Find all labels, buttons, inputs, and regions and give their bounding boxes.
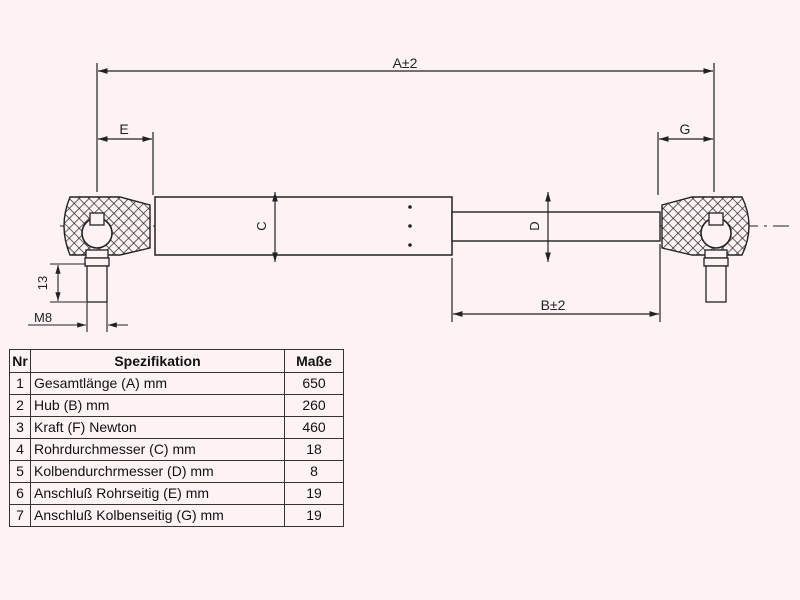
dimension-e: E — [98, 121, 154, 195]
row-spec: Anschluß Rohrseitig (E) mm — [30, 482, 285, 505]
row-value: 8 — [284, 460, 344, 483]
row-spec: Kraft (F) Newton — [30, 416, 285, 439]
column-header-value: Maße — [284, 349, 344, 373]
dimension-d-label: D — [527, 221, 542, 230]
row-nr: 7 — [9, 504, 31, 527]
row-spec: Gesamtlänge (A) mm — [30, 372, 285, 395]
dimension-thread-size-label: M8 — [34, 310, 52, 325]
dimension-b-label: B±2 — [541, 297, 566, 313]
column-header-spec: Spezifikation — [30, 349, 285, 373]
dimension-a: A±2 — [96, 55, 715, 192]
row-nr: 4 — [9, 438, 31, 461]
left-end-fitting — [63, 196, 151, 303]
dimension-thread-height: 13 — [35, 263, 86, 303]
right-end-fitting — [661, 196, 750, 303]
row-value: 260 — [284, 394, 344, 417]
piston-rod: D — [451, 192, 661, 262]
specification-table: Nr Spezifikation Maße 1 Gesamtlänge (A) … — [9, 349, 344, 527]
table-header-row: Nr Spezifikation Maße — [9, 349, 344, 373]
dimension-c-label: C — [254, 221, 269, 230]
row-nr: 6 — [9, 482, 31, 505]
row-value: 19 — [284, 482, 344, 505]
row-value: 650 — [284, 372, 344, 395]
table-row: 6 Anschluß Rohrseitig (E) mm 19 — [9, 482, 344, 505]
row-value: 19 — [284, 504, 344, 527]
dimension-thread-height-label: 13 — [35, 276, 50, 290]
row-value: 18 — [284, 438, 344, 461]
column-header-nr: Nr — [9, 349, 31, 373]
table-row: 4 Rohrdurchmesser (C) mm 18 — [9, 438, 344, 461]
row-spec: Hub (B) mm — [30, 394, 285, 417]
dimension-e-label: E — [119, 121, 128, 137]
table-row: 3 Kraft (F) Newton 460 — [9, 416, 344, 439]
row-value: 460 — [284, 416, 344, 439]
dimension-b: B±2 — [451, 244, 661, 322]
gas-spring-drawing: A±2 E G — [28, 55, 790, 332]
dimension-g-label: G — [680, 121, 691, 137]
table-row: 7 Anschluß Kolbenseitig (G) mm 19 — [9, 504, 344, 527]
dimension-g: G — [657, 121, 713, 195]
dimension-a-label: A±2 — [393, 55, 418, 71]
row-nr: 3 — [9, 416, 31, 439]
table-row: 5 Kolbendurchrmesser (D) mm 8 — [9, 460, 344, 483]
row-nr: 1 — [9, 372, 31, 395]
table-row: 1 Gesamtlänge (A) mm 650 — [9, 372, 344, 395]
row-spec: Kolbendurchrmesser (D) mm — [30, 460, 285, 483]
row-spec: Rohrdurchmesser (C) mm — [30, 438, 285, 461]
dimension-thread-size: M8 — [28, 302, 128, 332]
row-nr: 5 — [9, 460, 31, 483]
row-nr: 2 — [9, 394, 31, 417]
cylinder-tube: C — [154, 192, 453, 262]
table-row: 2 Hub (B) mm 260 — [9, 394, 344, 417]
row-spec: Anschluß Kolbenseitig (G) mm — [30, 504, 285, 527]
